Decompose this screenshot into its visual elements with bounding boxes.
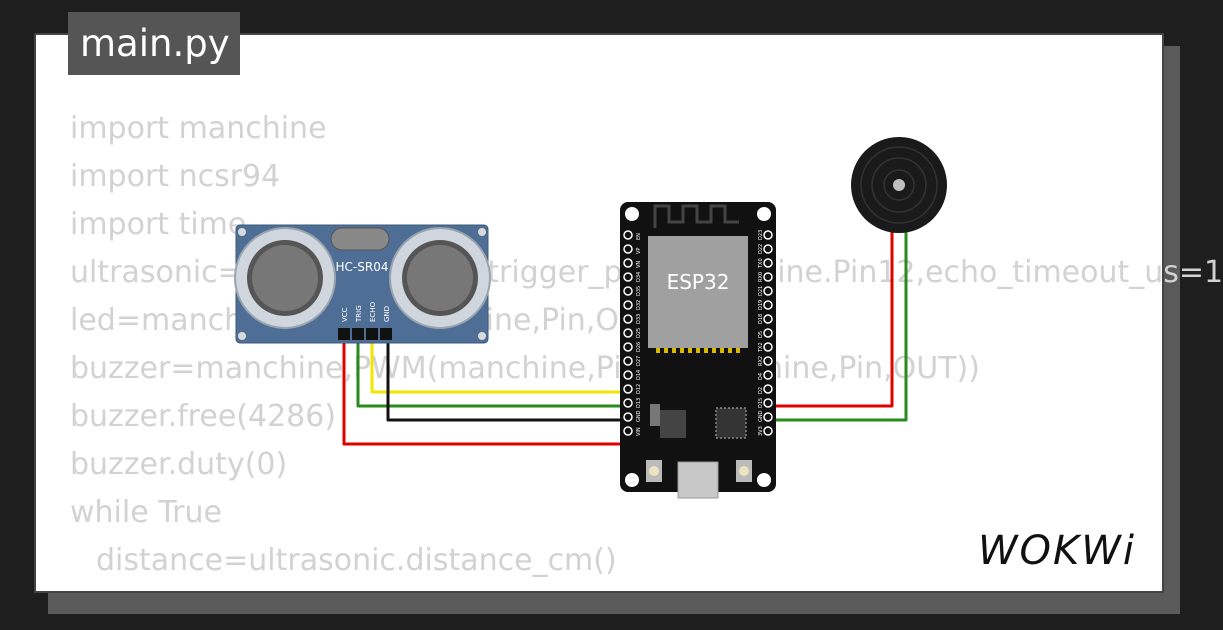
buzzer[interactable] (851, 137, 947, 233)
right-pin-label: RX2 (758, 356, 764, 366)
right-pin-label: D22 (758, 244, 764, 254)
sensor-pin-label: TRIG (355, 305, 363, 323)
left-pin-label: D34 (636, 272, 642, 282)
code-line: import time (70, 207, 247, 242)
chip-label: ESP32 (667, 270, 730, 294)
antenna (653, 204, 739, 228)
code-line: import manchine (70, 111, 327, 146)
sensor-pin-label: ECHO (369, 301, 377, 322)
boot-button[interactable] (646, 460, 662, 482)
code-line: distance=ultrasonic.distance_cm() (96, 543, 617, 578)
right-pin-label: RX0 (758, 272, 764, 282)
left-pin-label: D32 (636, 300, 642, 310)
left-transducer (234, 227, 336, 329)
usb-port (677, 461, 719, 499)
right-transducer (389, 227, 491, 329)
right-pin-label: D2 (758, 387, 764, 394)
right-pin-label: GND (758, 410, 764, 422)
voltage-regulator (650, 404, 686, 438)
pin-headers (623, 230, 773, 436)
file-tab[interactable]: main.py (68, 12, 240, 75)
right-pin-label: TX2 (758, 342, 764, 353)
right-pin-label: D23 (758, 230, 764, 240)
right-pin-label: D18 (758, 314, 764, 324)
en-button[interactable] (736, 460, 752, 482)
left-pin-label: GND (636, 410, 642, 422)
preview-card: import manchine import ncsr94 import tim… (34, 33, 1223, 593)
code-line: while True (70, 495, 222, 530)
left-pin-label: D35 (636, 286, 642, 296)
right-pin-label: D19 (758, 300, 764, 310)
sensor-pin-label: GND (383, 306, 391, 322)
code-line: buzzer=manchine,PWM(manchine,Pin(4,manch… (70, 351, 980, 386)
wire-buzzer-green (766, 232, 908, 422)
left-pin-label: D13 (636, 398, 642, 408)
left-pin-label: D33 (636, 314, 642, 324)
chip-module (648, 236, 748, 348)
sensor-pin-label: VCC (341, 307, 349, 322)
right-pin-label: TX0 (758, 258, 764, 269)
wire-gnd-black (386, 340, 628, 422)
wire-echo-green (356, 340, 628, 408)
usb-chip (715, 407, 747, 439)
left-pin-label: D25 (636, 328, 642, 338)
wire-buzzer-red (766, 232, 894, 408)
code-line: buzzer.free(4286) (70, 399, 337, 434)
right-pin-label: D21 (758, 286, 764, 296)
right-pin-label: D5 (758, 331, 764, 338)
wires (342, 232, 908, 446)
left-pin-label: D12 (636, 384, 642, 394)
sensor-header (338, 328, 392, 340)
sensor-label: HC-SR04 (336, 260, 389, 274)
left-pin-label: VP (636, 248, 642, 254)
wire-trig-yellow (370, 340, 628, 394)
ultrasonic-sensor[interactable]: HC-SR04 VCC TRIG ECHO GND (234, 224, 491, 344)
left-pin-label: D14 (636, 370, 642, 380)
left-pin-label: VN (636, 261, 642, 268)
chip-pads (656, 348, 740, 353)
wokwi-logo: WOKWi (978, 528, 1136, 574)
esp32-board[interactable]: ESP32 EN VP VN D34 D35 D32 (620, 202, 776, 499)
code-line: buzzer.duty(0) (70, 447, 288, 482)
right-pin-label: 3V3 (758, 426, 764, 436)
right-pin-label: D4 (758, 373, 764, 380)
left-pin-label: VIN (636, 427, 642, 436)
left-pin-label: D27 (636, 356, 642, 366)
left-pin-label: D26 (636, 342, 642, 352)
code-line: import ncsr94 (70, 159, 281, 194)
right-pin-label: D15 (758, 398, 764, 408)
left-pin-label: EN (636, 233, 642, 240)
